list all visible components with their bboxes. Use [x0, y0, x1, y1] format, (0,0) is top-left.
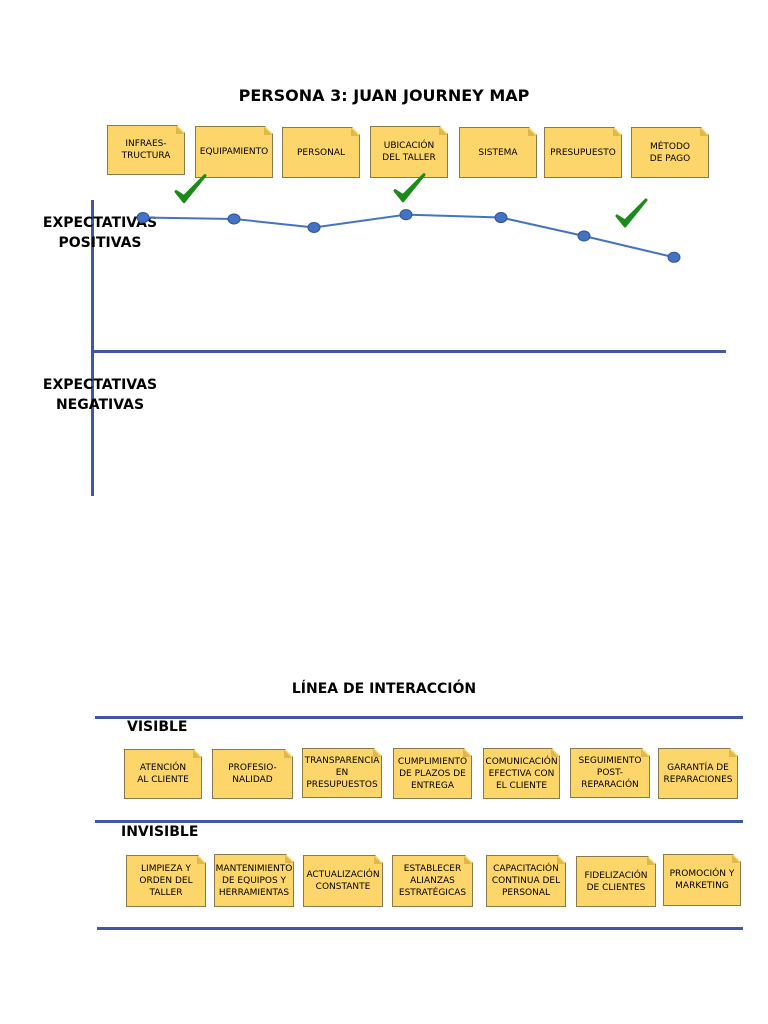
journey-point [667, 251, 681, 263]
stage-note: INFRAES- TRUCTURA [107, 125, 185, 175]
invisible-item-note: ACTUALIZACIÓN CONSTANTE [303, 855, 383, 907]
journey-point [494, 212, 508, 224]
invisible-item-note: CAPACITACIÓN CONTINUA DEL PERSONAL [486, 855, 566, 907]
stage-note: MÉTODO DE PAGO [631, 127, 709, 178]
negative-expectations-label: EXPECTATIVAS NEGATIVAS [42, 377, 158, 413]
invisible-item-note: FIDELIZACIÓN DE CLIENTES [576, 856, 656, 907]
invisible-item-note: ESTABLECER ALIANZAS ESTRATÉGICAS [392, 855, 473, 907]
stage-note: EQUIPAMIENTO [195, 126, 273, 178]
visible-item-note: TRANSPARENCIA EN PRESUPUESTOS [302, 748, 382, 798]
interaction-line-top [95, 716, 743, 719]
stage-note: PERSONAL [282, 127, 360, 178]
visible-item-note: PROFESIO- NALIDAD [212, 749, 293, 799]
journey-point [307, 221, 321, 233]
journey-point [399, 209, 413, 221]
journey-point [577, 230, 591, 242]
interaction-title: LÍNEA DE INTERACCIÓN [291, 681, 477, 697]
visible-item-note: GARANTÍA DE REPARACIONES [658, 748, 738, 799]
stage-note: SISTEMA [459, 127, 537, 178]
check-icon [615, 198, 648, 228]
positive-expectations-label: EXPECTATIVAS POSITIVAS [42, 215, 158, 251]
visible-item-note: ATENCIÓN AL CLIENTE [124, 749, 202, 799]
journey-title: PERSONA 3: JUAN JOURNEY MAP [238, 86, 530, 105]
check-icon [174, 174, 207, 204]
stage-note: PRESUPUESTO [544, 127, 622, 178]
check-icon [393, 173, 426, 203]
journey-point [227, 213, 241, 225]
invisible-item-note: PROMOCIÓN Y MARKETING [663, 854, 741, 906]
stage-note: UBICACIÓN DEL TALLER [370, 126, 448, 178]
invisible-item-note: MANTENIMIENTO DE EQUIPOS Y HERRAMIENTAS [214, 854, 294, 907]
horizontal-axis [94, 350, 726, 353]
journey-line [142, 213, 675, 259]
vertical-axis [91, 200, 94, 496]
visible-label: VISIBLE [127, 719, 188, 735]
visible-item-note: CUMPLIMIENTO DE PLAZOS DE ENTREGA [393, 748, 472, 799]
interaction-line-middle [95, 820, 743, 823]
visible-item-note: COMUNICACIÓN EFECTIVA CON EL CLIENTE [483, 748, 560, 799]
interaction-line-bottom [97, 927, 743, 930]
journey-point [136, 212, 150, 224]
visible-item-note: SEGUIMIENTO POST- REPARACIÓN [570, 748, 650, 798]
invisible-label: INVISIBLE [121, 824, 199, 840]
invisible-item-note: LIMPIEZA Y ORDEN DEL TALLER [126, 855, 206, 907]
